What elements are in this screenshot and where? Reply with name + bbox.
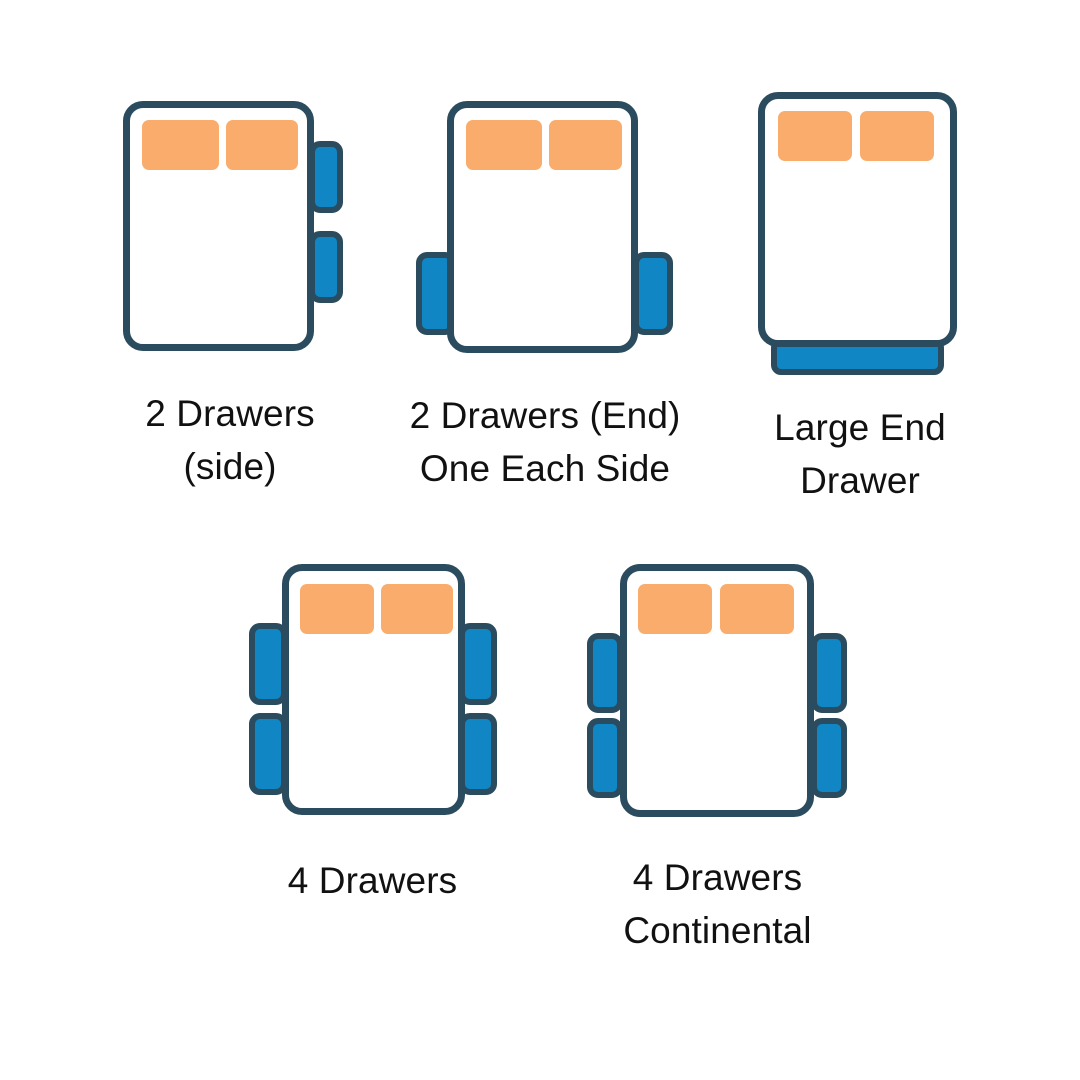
diagram-four-drawers: 4 Drawers xyxy=(240,550,505,970)
pillow-right xyxy=(720,584,794,634)
bed-figure xyxy=(410,85,680,370)
bed-figure xyxy=(240,550,505,830)
pillow-left xyxy=(466,120,542,170)
drawer-right-upper xyxy=(309,141,343,213)
drawer-right-lower xyxy=(811,718,847,798)
caption-four-drawers: 4 Drawers xyxy=(287,860,458,901)
diagram-two-drawers-side: 2 Drawers (side) xyxy=(100,85,360,495)
pillow-right xyxy=(226,120,298,170)
pillow-right xyxy=(860,111,934,161)
caption-two-drawers-side: 2 Drawers (side) xyxy=(145,393,315,487)
drawer-right-upper xyxy=(811,633,847,713)
diagram-two-drawers-end-one-each-side: 2 Drawers (End) One Each Side xyxy=(410,85,680,505)
diagram-four-drawers-continental: 4 Drawers Continental xyxy=(585,550,850,980)
pillow-right xyxy=(549,120,622,170)
pillow-left xyxy=(638,584,712,634)
drawer-left-lower xyxy=(587,718,623,798)
bed-figure xyxy=(100,85,360,360)
caption-large-end-drawer: Large End Drawer xyxy=(774,407,946,501)
drawer-right-lower xyxy=(309,231,343,303)
pillow-left xyxy=(142,120,219,170)
caption-two-drawers-end-one-each-side: 2 Drawers (End) One Each Side xyxy=(409,395,681,489)
pillow-right xyxy=(381,584,453,634)
drawer-right-foot xyxy=(633,252,673,335)
bed-figure xyxy=(585,550,850,830)
bed-figure xyxy=(750,80,970,380)
diagram-large-end-drawer: Large End Drawer xyxy=(750,80,970,510)
pillow-left xyxy=(778,111,852,161)
drawer-left-upper xyxy=(587,633,623,713)
pillow-left xyxy=(300,584,374,634)
caption-four-drawers-continental: 4 Drawers Continental xyxy=(623,857,812,951)
